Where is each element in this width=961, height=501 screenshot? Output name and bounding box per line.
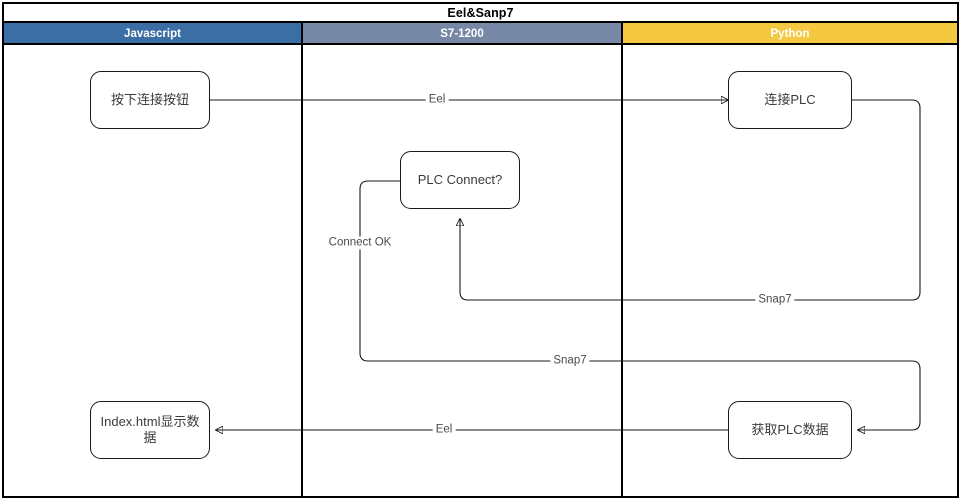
lane-header-python[interactable]: Python (623, 23, 957, 45)
lane-header-javascript[interactable]: Javascript (4, 23, 303, 45)
lane-body-s7-1200 (303, 45, 623, 496)
lane-header-s7-1200[interactable]: S7-1200 (303, 23, 623, 45)
node-index-html-show-data[interactable]: Index.html显示数据 (90, 401, 210, 459)
edge-label-snap7-upper: Snap7 (755, 293, 795, 307)
edge-label-eel-top: Eel (425, 93, 449, 107)
node-plc-connect-question[interactable]: PLC Connect? (400, 151, 520, 209)
edge-label-eel-bottom: Eel (432, 423, 456, 437)
lane-body-javascript (4, 45, 303, 496)
edge-label-snap7-lower: Snap7 (550, 354, 590, 368)
page-title: Eel&Sanp7 (4, 4, 957, 23)
node-connect-plc[interactable]: 连接PLC (728, 71, 852, 129)
node-press-connect-button[interactable]: 按下连接按钮 (90, 71, 210, 129)
edge-label-connect-ok: Connect OK (325, 236, 395, 250)
node-get-plc-data[interactable]: 获取PLC数据 (728, 401, 852, 459)
